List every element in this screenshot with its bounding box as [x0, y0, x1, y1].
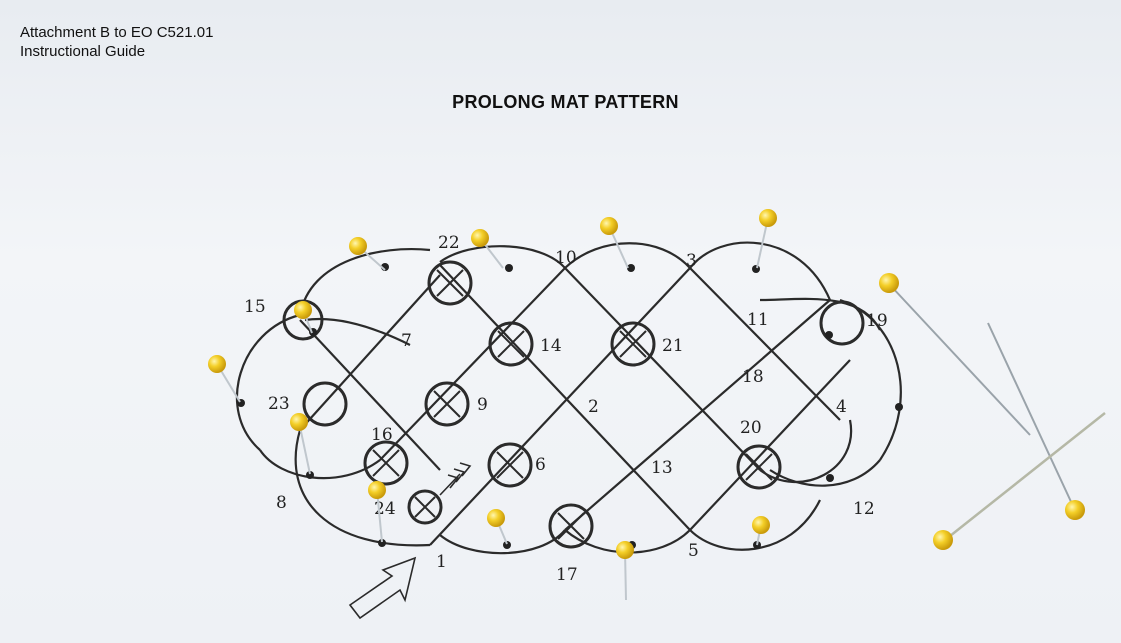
rope-loop-left-mid	[304, 318, 411, 346]
sequence-number-5: 5	[688, 541, 699, 561]
rope-strand	[564, 299, 831, 531]
pin-icon	[616, 541, 634, 601]
pin-hole	[505, 264, 513, 272]
rope-loop-left-inner	[259, 449, 381, 480]
sequence-number-13: 13	[651, 458, 673, 478]
crossing-marker-19	[819, 300, 865, 346]
rope-loop-right-inner	[759, 419, 853, 483]
rope-strand	[439, 264, 691, 531]
sequence-number-9: 9	[477, 395, 488, 415]
guide-label: Instructional Guide	[20, 43, 146, 60]
rope-diagonals	[299, 264, 851, 546]
pin-hole	[895, 403, 903, 411]
pin-icon	[294, 301, 313, 334]
pin-icon	[756, 209, 777, 269]
sequence-number-11: 11	[747, 310, 769, 330]
crossing-markers	[282, 260, 865, 549]
sequence-numbers: 1 2 3 4 5 6 7 8 9 10 11 12 13 14 15 16 1…	[244, 233, 888, 585]
crossing-marker-23	[302, 381, 348, 427]
sequence-number-3: 3	[686, 251, 697, 271]
crossing-marker-24	[407, 489, 443, 525]
rope-loop-right-bottom	[769, 459, 881, 487]
rope-strand	[299, 319, 441, 471]
crossing-marker-14	[488, 321, 534, 367]
sequence-number-22: 22	[438, 233, 460, 253]
rope-strand	[564, 267, 761, 471]
direction-arrows	[348, 462, 472, 620]
crossing-marker-9	[424, 381, 470, 427]
page-title: PROLONG MAT PATTERN	[452, 92, 679, 112]
sequence-number-16: 16	[371, 425, 393, 445]
pin-hole	[826, 474, 834, 482]
sequence-number-10: 10	[555, 248, 577, 268]
rope-loop-top-2	[564, 242, 691, 269]
pin-hole	[503, 541, 511, 549]
rope-strand	[299, 274, 441, 431]
pin-icon	[987, 322, 1085, 520]
sequence-number-12: 12	[853, 499, 875, 519]
pin-hole	[306, 471, 314, 479]
pin-hole	[627, 264, 635, 272]
sequence-number-8: 8	[276, 493, 287, 513]
pin-icon	[349, 237, 386, 271]
crossing-marker-16	[363, 440, 409, 486]
pin-icon	[208, 355, 241, 403]
pin-icon	[879, 273, 1031, 436]
pin-hole	[825, 331, 833, 339]
sequence-number-18: 18	[742, 367, 764, 387]
pin-hole	[378, 539, 386, 547]
sequence-number-23: 23	[268, 394, 290, 414]
pin-icon	[752, 516, 770, 546]
crossing-marker-20	[736, 444, 782, 490]
attachment-reference: Attachment B to EO C521.01	[20, 24, 214, 41]
pin-icon	[933, 412, 1106, 550]
sequence-number-7: 7	[401, 331, 412, 351]
rope-strand	[689, 359, 851, 531]
pin-icon	[290, 413, 311, 475]
sequence-number-6: 6	[535, 455, 546, 475]
rope-loop-top-1	[439, 245, 566, 269]
pin-icon	[487, 509, 508, 545]
direction-chevrons-icon	[439, 462, 472, 496]
loose-pins	[879, 273, 1106, 550]
rope-loop-bottom-3	[689, 499, 821, 551]
pin-hole	[752, 265, 760, 273]
crossing-marker-21	[610, 321, 656, 367]
pin-icon	[368, 481, 386, 543]
sequence-number-20: 20	[740, 418, 762, 438]
rope-loop-left-bottom	[294, 429, 431, 547]
sequence-number-2: 2	[588, 397, 599, 417]
crossing-marker-22	[427, 260, 473, 306]
sequence-number-14: 14	[540, 336, 562, 356]
sequence-number-1: 1	[436, 552, 447, 572]
crossing-marker-17	[548, 503, 594, 549]
sequence-number-19: 19	[866, 311, 888, 331]
start-arrow-icon	[348, 556, 417, 620]
rope-loop-left-top	[298, 248, 431, 316]
sequence-number-4: 4	[836, 397, 847, 417]
rope-strand	[689, 267, 841, 421]
crossing-marker-6	[487, 442, 533, 488]
sequence-number-17: 17	[556, 565, 578, 585]
pin-icon	[600, 217, 629, 269]
rope-strand	[379, 267, 566, 461]
sequence-number-21: 21	[662, 336, 684, 356]
pin-icon	[471, 229, 504, 269]
rope-loop-top-3	[689, 241, 832, 301]
rope-strand	[429, 267, 691, 546]
rope-loop-left-outer	[235, 313, 301, 451]
sequence-number-15: 15	[244, 297, 266, 317]
stuck-pins	[208, 209, 777, 601]
